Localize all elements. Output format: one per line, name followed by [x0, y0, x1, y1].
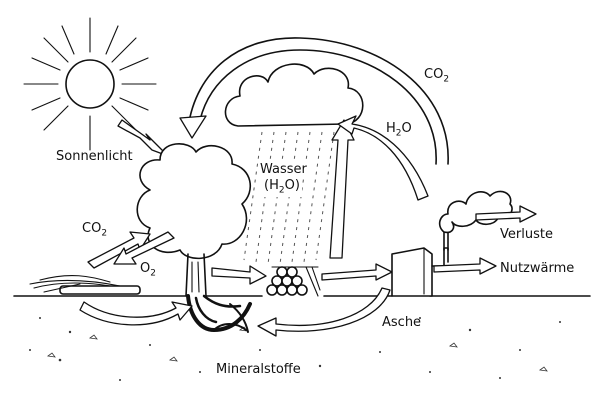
useful-heat-label: Nutzwärme [500, 261, 575, 276]
sun-icon [23, 17, 157, 151]
rain-lines [243, 131, 335, 265]
o2-release-arrow [113, 231, 175, 265]
ash-label: Asche [382, 315, 422, 330]
useful-heat-arrow [433, 257, 497, 275]
cloud-icon [224, 63, 364, 127]
co2-release-arc [187, 37, 449, 165]
boiler-icon [391, 231, 449, 297]
sunlight-arrow [117, 119, 169, 157]
harvest-arrow [211, 265, 267, 285]
co2-left-label: CO2 [82, 221, 108, 239]
minerals-label: Mineralstoffe [214, 362, 303, 377]
brushwood-icon [29, 275, 141, 295]
water-formula-label: (H2O) [262, 178, 302, 197]
decomposition-arrow [79, 301, 193, 326]
evaporation-arrow [329, 119, 355, 259]
losses-label: Verluste [500, 227, 553, 242]
fuel-supply-arrow [321, 263, 393, 281]
co2-top-label: CO2 [424, 67, 450, 85]
h2o-cloud-label: H2O [386, 121, 412, 139]
roots-icon [186, 294, 252, 333]
boiler-to-cloud-arrow [337, 115, 429, 201]
log-pile-icon [266, 266, 321, 297]
ash-return-arrow [257, 287, 391, 337]
losses-arrow [475, 205, 537, 223]
water-label: Wasser [258, 162, 309, 177]
soil-texture [29, 317, 561, 381]
sunlight-label: Sonnenlicht [56, 149, 133, 164]
o2-left-label: O2 [140, 261, 156, 279]
co2-uptake-arrow [87, 231, 151, 269]
chimney-smoke-icon [438, 190, 513, 234]
